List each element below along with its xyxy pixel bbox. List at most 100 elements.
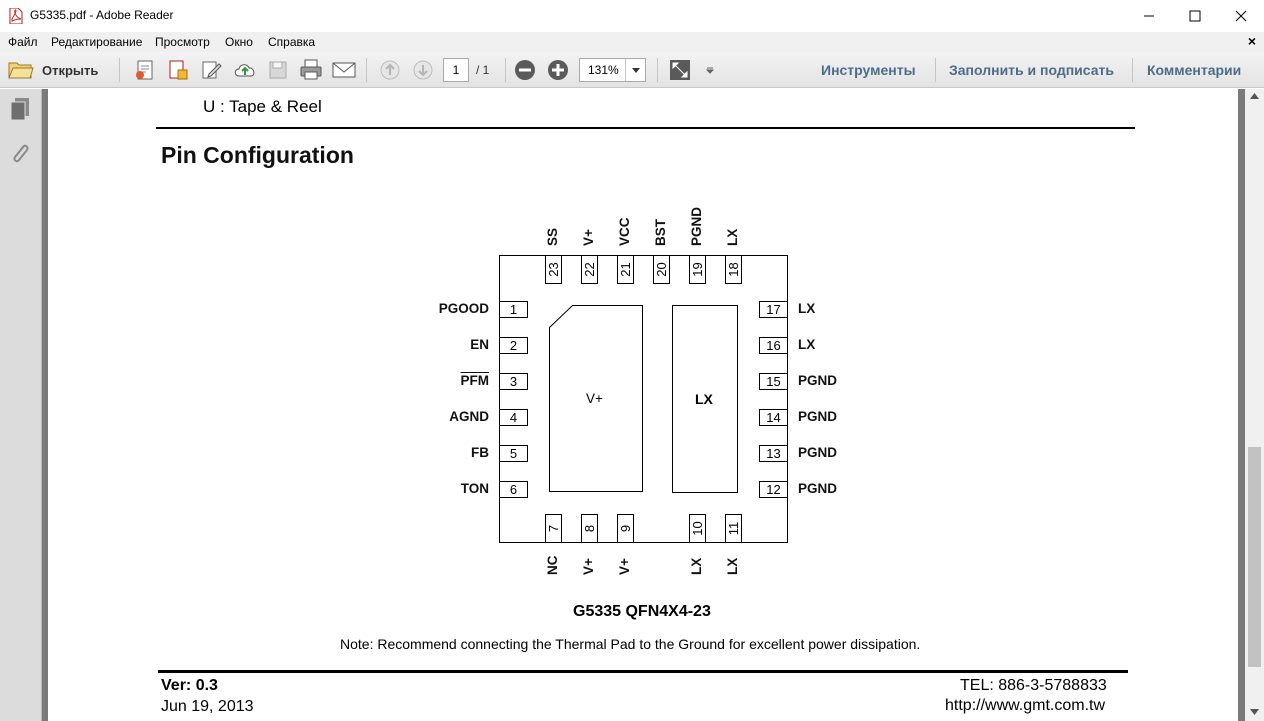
pin-number-box bbox=[545, 255, 562, 284]
comments-button[interactable]: Комментарии bbox=[1147, 62, 1242, 78]
scroll-up-icon bbox=[1250, 93, 1259, 99]
zoom-select[interactable]: 131% bbox=[579, 58, 646, 82]
pin-number-box bbox=[581, 255, 598, 284]
toolbar-separator bbox=[505, 58, 506, 82]
pin-name-label: FB bbox=[471, 445, 489, 460]
pin-name-label: PGND bbox=[689, 206, 704, 246]
save-icon bbox=[269, 61, 287, 79]
pin-number-box: 15 bbox=[759, 373, 788, 390]
zoom-value: 131% bbox=[588, 63, 619, 77]
create-pdf-button[interactable] bbox=[132, 58, 158, 82]
attachments-button[interactable] bbox=[9, 141, 31, 170]
pin-name-label: PGND bbox=[798, 409, 838, 424]
cloud-upload-icon bbox=[234, 64, 255, 77]
pin-name-label: V+ bbox=[581, 558, 596, 575]
zoom-dropdown-button[interactable] bbox=[625, 59, 645, 81]
pin-name-label: LX bbox=[725, 557, 740, 575]
prev-page-button[interactable] bbox=[377, 58, 403, 82]
scroll-down-icon bbox=[1250, 709, 1259, 715]
pdf-page: U : Tape & Reel Pin Configuration G5335 … bbox=[48, 89, 1238, 721]
pin-name-label: EN bbox=[470, 337, 489, 352]
envelope-icon bbox=[332, 62, 356, 78]
print-button[interactable] bbox=[297, 58, 325, 82]
pin-number-box: 12 bbox=[759, 481, 788, 498]
menu-edit[interactable]: Редактирование bbox=[51, 35, 143, 49]
menu-view[interactable]: Просмотр bbox=[155, 35, 210, 49]
folder-icon bbox=[8, 62, 34, 79]
pin-number-box: 2 bbox=[499, 337, 528, 354]
pin-number: 11 bbox=[726, 521, 741, 536]
open-label: Открыть bbox=[42, 62, 99, 78]
pin-number-box bbox=[689, 255, 706, 284]
edit-document-icon bbox=[202, 61, 222, 79]
menu-window[interactable]: Окно bbox=[225, 35, 253, 49]
pin-name-label: LX bbox=[689, 557, 704, 575]
navigation-panel bbox=[0, 89, 42, 721]
footer-divider bbox=[158, 670, 1128, 673]
pin-name-label: LX bbox=[798, 301, 816, 316]
close-button[interactable] bbox=[1218, 0, 1264, 32]
fill-sign-button[interactable]: Заполнить и подписать bbox=[949, 62, 1114, 78]
menu-help[interactable]: Справка bbox=[268, 35, 316, 49]
scrollbar-thumb[interactable] bbox=[1248, 447, 1261, 667]
toolbar-separator bbox=[1132, 58, 1133, 82]
save-button[interactable] bbox=[265, 58, 291, 82]
footer-url[interactable]: http://www.gmt.com.tw bbox=[945, 697, 1106, 714]
pin-name-label: VCC bbox=[617, 217, 632, 246]
email-button[interactable] bbox=[330, 58, 358, 82]
toolbar-separator bbox=[366, 58, 367, 82]
zoom-in-button[interactable] bbox=[545, 58, 571, 82]
pin-number: 8 bbox=[582, 524, 597, 533]
footer-tel: TEL: 886-3-5788833 bbox=[960, 677, 1107, 694]
pin-number: 9 bbox=[618, 524, 633, 533]
page-thumbnails-button[interactable] bbox=[9, 97, 31, 126]
pin-number-box: 5 bbox=[499, 445, 528, 462]
pin-number-box: 6 bbox=[499, 481, 528, 498]
thermal-pad-right bbox=[672, 305, 738, 493]
fullscreen-button[interactable] bbox=[667, 58, 693, 82]
pin-number-box: 17 bbox=[759, 301, 788, 318]
close-icon bbox=[1235, 10, 1247, 22]
export-pdf-button[interactable] bbox=[165, 58, 191, 82]
pad-label-vplus: V+ bbox=[586, 391, 603, 406]
pin-name-label: AGND bbox=[449, 409, 489, 424]
pin-number: 22 bbox=[582, 262, 597, 277]
pin-name-label: BST bbox=[653, 219, 668, 246]
page-total: / 1 bbox=[476, 63, 490, 77]
minimize-button[interactable] bbox=[1126, 0, 1172, 32]
pin-number-box: 13 bbox=[759, 445, 788, 462]
create-pdf-icon bbox=[136, 60, 153, 80]
previous-text-line: U : Tape & Reel bbox=[203, 97, 322, 116]
edit-pdf-button[interactable] bbox=[198, 58, 224, 82]
pdf-file-icon bbox=[9, 8, 23, 24]
printer-icon bbox=[300, 59, 322, 80]
page-number-input[interactable]: 1 bbox=[443, 58, 469, 82]
pin-name-label: PFM bbox=[460, 373, 490, 388]
pad-label-lx: LX bbox=[695, 391, 713, 407]
pin-number: 18 bbox=[726, 262, 741, 277]
pin-number: 21 bbox=[618, 262, 633, 277]
next-page-button[interactable] bbox=[410, 58, 436, 82]
title-bar: G5335.pdf - Adobe Reader bbox=[0, 0, 1264, 32]
arrow-up-icon bbox=[380, 60, 400, 80]
upload-button[interactable] bbox=[231, 58, 259, 82]
close-document-button[interactable]: × bbox=[1247, 33, 1256, 49]
pin-name-label: SS bbox=[545, 227, 560, 246]
pin-number-box: 4 bbox=[499, 409, 528, 426]
pin-name-label: PGND bbox=[798, 373, 838, 388]
zoom-out-button[interactable] bbox=[512, 58, 538, 82]
section-title: Pin Configuration bbox=[161, 142, 354, 168]
tools-button[interactable]: Инструменты bbox=[821, 62, 916, 78]
menu-file[interactable]: Файл bbox=[8, 35, 38, 49]
maximize-button[interactable] bbox=[1172, 0, 1218, 32]
vertical-scrollbar[interactable] bbox=[1245, 89, 1264, 721]
footer-date: Jun 19, 2013 bbox=[161, 698, 254, 715]
section-divider bbox=[156, 127, 1135, 129]
chevron-down-icon bbox=[631, 67, 640, 73]
package-outline bbox=[499, 255, 788, 543]
pin-name-label: TON bbox=[460, 481, 489, 496]
zoom-in-icon bbox=[548, 60, 568, 80]
pin-number: 23 bbox=[546, 262, 561, 277]
open-button[interactable]: Открыть bbox=[8, 58, 98, 82]
toolbar-more-button[interactable] bbox=[702, 62, 718, 78]
